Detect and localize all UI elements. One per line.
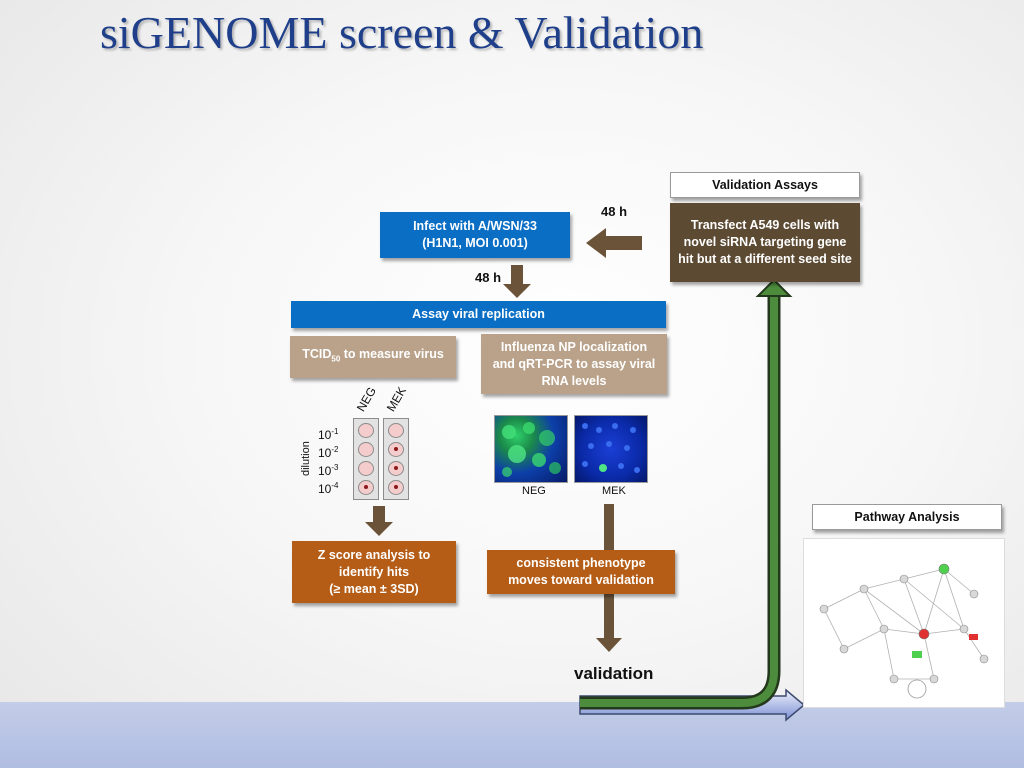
bottom-band <box>0 702 1024 768</box>
mek-well-strip <box>383 418 409 500</box>
consistent-text: consistent phenotype moves toward valida… <box>508 556 654 587</box>
infect-line1: Infect with A/WSN/33 <box>413 219 537 233</box>
neg-micrograph <box>494 415 568 483</box>
assay-text: Assay viral replication <box>412 307 545 321</box>
validation-label: validation <box>574 664 654 683</box>
zscore-box: Z score analysis to identify hits (≥ mea… <box>292 541 456 603</box>
mek-micrograph <box>574 415 648 483</box>
consistent-box: consistent phenotype moves toward valida… <box>487 550 675 594</box>
zscore-line2: (≥ mean ± 3SD) <box>329 581 419 596</box>
well-mek-2 <box>388 442 404 457</box>
validation-assays-label: Validation Assays <box>712 177 818 192</box>
zscore-line1: Z score analysis to identify hits <box>317 547 431 579</box>
well-mek-3 <box>388 461 404 476</box>
dilution-1: 10-1 <box>318 427 339 442</box>
influenza-box: Influenza NP localization and qRT-PCR to… <box>481 334 667 394</box>
pathway-network <box>819 563 989 699</box>
well-neg-4 <box>358 480 374 495</box>
tcid-suffix: to measure virus <box>340 347 444 362</box>
dilution-axis-label: dilution <box>300 441 312 476</box>
arrow-left-48h <box>586 228 642 258</box>
green-arrow-head <box>755 278 793 297</box>
infect-line2: (H1N1, MOI 0.001) <box>422 236 528 250</box>
infect-box: Infect with A/WSN/33 (H1N1, MOI 0.001) <box>380 212 570 258</box>
dilution-2: 10-2 <box>318 445 339 460</box>
influenza-text: Influenza NP localization and qRT-PCR to… <box>492 339 656 388</box>
well-neg-1 <box>358 423 374 438</box>
pathway-header-label: Pathway Analysis <box>854 509 960 524</box>
transfect-text: Transfect A549 cells with novel siRNA ta… <box>678 218 852 266</box>
well-mek-1 <box>388 423 404 438</box>
dilution-4: 10-4 <box>318 481 339 496</box>
pathway-header: Pathway Analysis <box>812 504 1002 530</box>
time-label-48h-mid: 48 h <box>475 270 502 285</box>
arrow-down-plate <box>365 506 393 536</box>
pathway-network-image <box>803 538 1005 708</box>
assay-bar: Assay viral replication <box>291 301 666 328</box>
neg-cells <box>502 422 561 477</box>
transfect-box: Transfect A549 cells with novel siRNA ta… <box>670 203 860 282</box>
tcid-subscript: 50 <box>331 354 341 364</box>
neg-micro-label: NEG <box>522 485 546 497</box>
page-title: siGENOME screen & Validation <box>100 7 704 58</box>
well-neg-3 <box>358 461 374 476</box>
mek-micro-label: MEK <box>602 485 626 497</box>
well-neg-2 <box>358 442 374 457</box>
validation-assays-header: Validation Assays <box>670 172 860 198</box>
arrow-down-infect <box>503 265 531 298</box>
tcid-text: TCID50 to measure virus <box>302 346 444 368</box>
time-label-48h-top: 48 h <box>601 204 628 219</box>
neg-well-strip <box>353 418 379 500</box>
well-mek-4 <box>388 480 404 495</box>
mek-cells <box>582 423 640 473</box>
dilution-3: 10-3 <box>318 463 339 478</box>
tcid-prefix: TCID <box>302 347 332 362</box>
tcid-box: TCID50 to measure virus <box>290 336 456 378</box>
